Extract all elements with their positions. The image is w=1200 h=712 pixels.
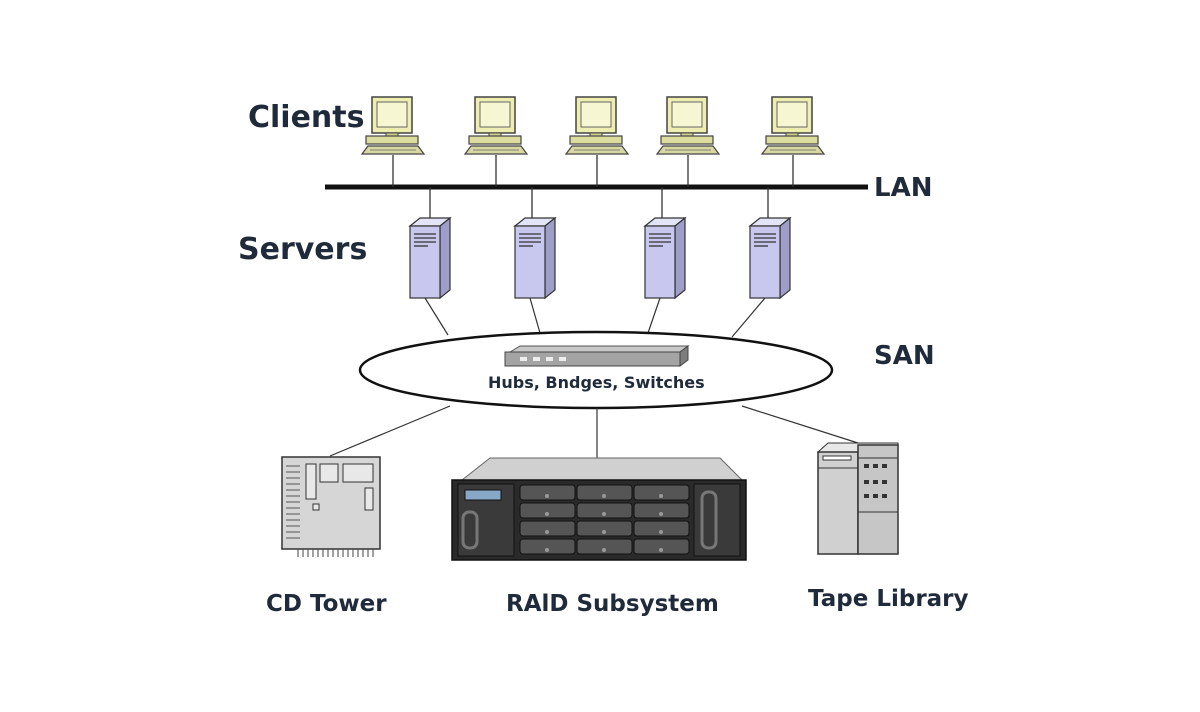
client-computer-icon: [464, 96, 528, 155]
server-tower-icon: [749, 217, 791, 299]
raid-subsystem-icon: [451, 457, 747, 561]
server-lan-lines: [429, 187, 769, 218]
san-ellipse: [358, 330, 834, 410]
tape-library-label: Tape Library: [808, 586, 969, 612]
switch-icon: [504, 345, 690, 367]
storage-lines: [329, 405, 859, 460]
client-computer-icon: [565, 96, 629, 155]
cd-tower-icon: [281, 456, 381, 557]
tape-library-icon: [816, 442, 899, 555]
servers-label: Servers: [238, 232, 368, 267]
client-drop-lines: [392, 155, 794, 187]
server-tower-icon: [409, 217, 451, 299]
clients-label: Clients: [248, 100, 365, 135]
client-computer-icon: [656, 96, 720, 155]
cd-tower-label: CD Tower: [266, 591, 387, 617]
server-tower-icon: [644, 217, 686, 299]
san-label: SAN: [874, 341, 935, 371]
switch-caption: Hubs, Bndges, Switches: [488, 373, 705, 392]
client-computer-icon: [361, 96, 425, 155]
lan-label: LAN: [874, 173, 933, 203]
server-tower-icon: [514, 217, 556, 299]
server-san-lines: [424, 297, 766, 338]
raid-subsystem-label: RAlD Subsystem: [506, 591, 719, 617]
client-computer-icon: [761, 96, 825, 155]
